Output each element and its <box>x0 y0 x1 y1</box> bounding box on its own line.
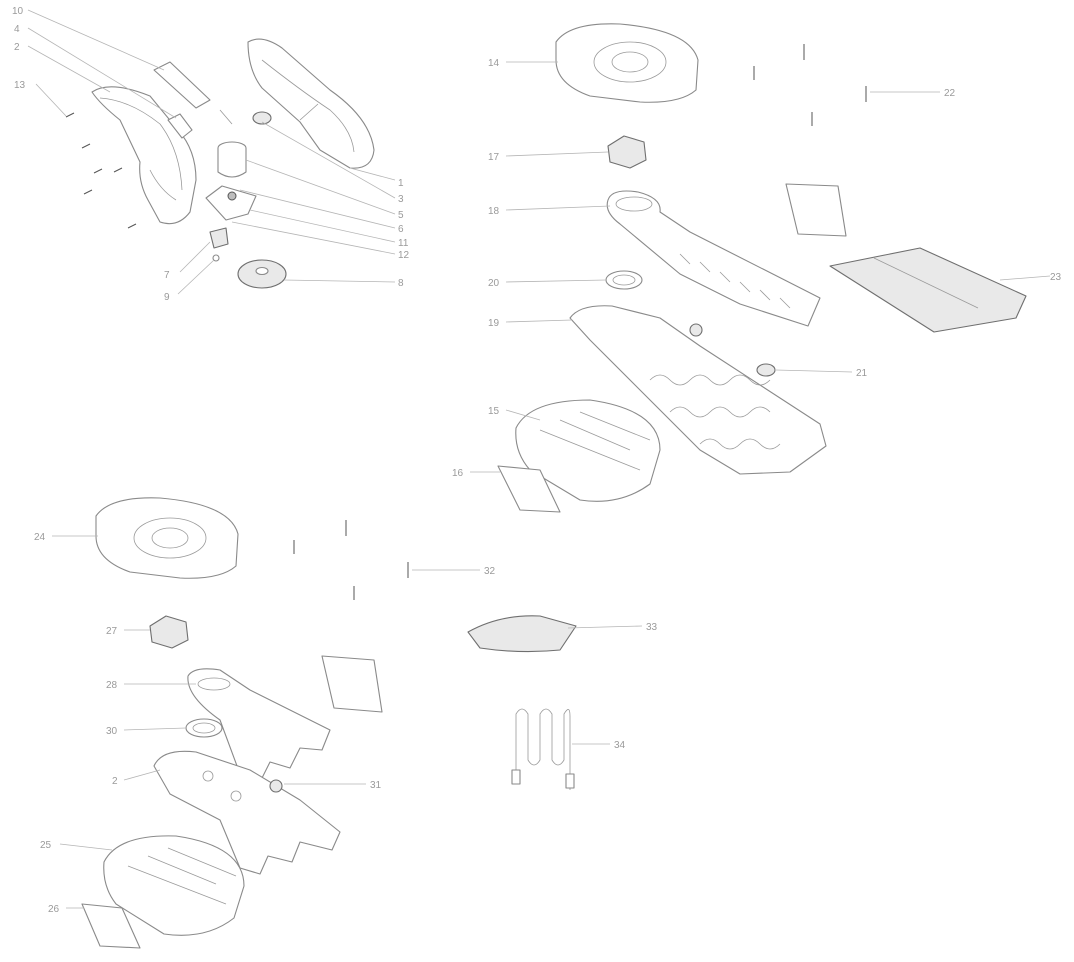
label-17: 17 <box>488 152 500 163</box>
label-2: 2 <box>14 42 20 53</box>
shrub-blade-clip-lower-part <box>81 903 141 949</box>
blade-guard-part <box>829 247 1027 333</box>
label-22: 22 <box>944 88 956 99</box>
label-12: 12 <box>398 250 410 261</box>
eccentric-gear-part <box>607 135 647 169</box>
bottom-base-part <box>515 399 661 502</box>
top-cover-part <box>555 23 699 103</box>
switch-slider-part <box>153 61 211 109</box>
blade-clip-lower-part <box>497 465 561 513</box>
label-25: 25 <box>40 840 52 851</box>
label-7: 7 <box>164 270 170 281</box>
label-6: 6 <box>398 224 404 235</box>
shrub-upper-blade-part <box>187 668 331 779</box>
handle-shell-left-part <box>91 86 197 225</box>
label-20: 20 <box>488 278 500 289</box>
shrub-bottom-base-part <box>103 835 245 936</box>
label-10: 10 <box>12 6 24 17</box>
label-2-lower: 2 <box>112 776 118 787</box>
shrub-lower-blade-part <box>153 750 341 875</box>
upper-blade-part <box>606 190 821 327</box>
shrub-ring-part <box>185 718 223 738</box>
label-13: 13 <box>14 80 26 91</box>
label-19: 19 <box>488 318 500 329</box>
pad-part <box>467 615 577 653</box>
label-3: 3 <box>398 194 404 205</box>
label-30: 30 <box>106 726 118 737</box>
label-27: 27 <box>106 626 118 637</box>
spring-part <box>511 708 575 790</box>
handle-shell-right-part <box>247 38 375 169</box>
shrub-blade-group <box>81 497 409 949</box>
trigger-part <box>167 113 193 139</box>
motor-housing-group <box>65 38 375 289</box>
pinion-part <box>209 227 229 249</box>
label-4: 4 <box>14 24 20 35</box>
label-1: 1 <box>398 178 404 189</box>
shrub-blade-clip-upper-part <box>321 655 383 713</box>
label-34: 34 <box>614 740 626 751</box>
bushing-part <box>756 363 776 377</box>
label-11: 11 <box>398 238 409 249</box>
label-14: 14 <box>488 58 500 69</box>
label-28: 28 <box>106 680 118 691</box>
label-21: 21 <box>856 368 868 379</box>
label-26: 26 <box>48 904 60 915</box>
label-32: 32 <box>484 566 496 577</box>
label-23: 23 <box>1050 272 1062 283</box>
gearbox-plate-part <box>205 185 257 221</box>
cap-part <box>252 111 272 125</box>
lower-blade-part <box>569 305 827 475</box>
shrub-top-cover-part <box>95 497 239 579</box>
label-15: 15 <box>488 406 500 417</box>
washer-part <box>212 254 220 262</box>
label-9: 9 <box>164 292 170 303</box>
label-8: 8 <box>398 278 404 289</box>
housing-screws <box>65 112 137 229</box>
label-18: 18 <box>488 206 500 217</box>
blade-clip-upper-part <box>785 183 847 237</box>
label-24: 24 <box>34 532 46 543</box>
ring-part <box>605 270 643 290</box>
label-31: 31 <box>370 780 382 791</box>
label-5: 5 <box>398 210 404 221</box>
label-33: 33 <box>646 622 658 633</box>
part-labels: 10 4 2 13 1 3 5 6 11 12 7 8 9 14 22 17 1… <box>12 6 1062 915</box>
label-16: 16 <box>452 468 464 479</box>
shrub-eccentric-gear-part <box>149 615 189 649</box>
hedge-blade-group <box>497 23 1027 513</box>
